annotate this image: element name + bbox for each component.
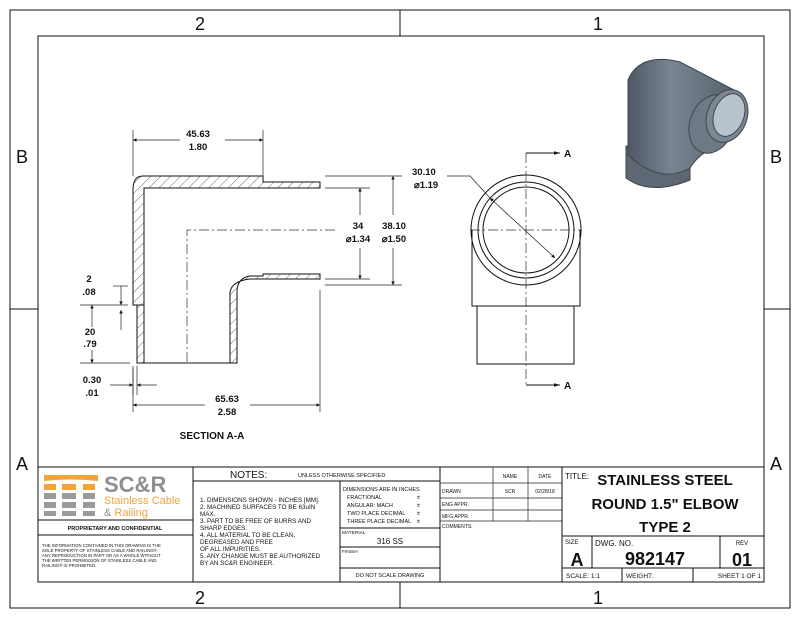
svg-text:02/28/18: 02/28/18 xyxy=(535,489,555,495)
svg-text:ANY REPRODUCTION IN PART OR AS: ANY REPRODUCTION IN PART OR AS A WHOLE W… xyxy=(42,553,161,558)
sheet-number: SHEET 1 OF 1 xyxy=(718,573,762,580)
svg-text:NAME: NAME xyxy=(503,474,518,480)
svg-text:3. PART TO BE FREE OF BURRS AN: 3. PART TO BE FREE OF BURRS AND xyxy=(200,518,311,525)
section-marker-bottom: A xyxy=(564,381,571,392)
material-label: MATERIAL xyxy=(342,530,366,536)
weight-label: WEIGHT: xyxy=(626,573,653,580)
logo-line2: & Railing xyxy=(104,507,148,519)
isometric-elbow-render xyxy=(625,58,749,189)
zone-right-b: B xyxy=(770,147,782,167)
dim-1-34-in: ⌀1.34 xyxy=(346,234,371,245)
svg-text:THE WRITTEN PERMISSION OF STAI: THE WRITTEN PERMISSION OF STAINLESS CABL… xyxy=(42,558,157,563)
section-label: SECTION A-A xyxy=(180,431,245,442)
svg-text:5. ANY CHANGE MUST BE AUTHORIZ: 5. ANY CHANGE MUST BE AUTHORIZED xyxy=(200,553,321,560)
dim-1-19-in: ⌀1.19 xyxy=(414,180,438,191)
zone-bottom-2: 2 xyxy=(195,588,205,608)
dwg-no-value: 982147 xyxy=(625,549,685,569)
notes-subtitle: UNLESS OTHERWISE SPECIFIED xyxy=(298,473,385,479)
zone-top-2: 2 xyxy=(195,14,205,34)
svg-text:THE INFORMATION CONTAINED IN T: THE INFORMATION CONTAINED IN THIS DRAWIN… xyxy=(42,543,161,548)
tolerances: DIMENSIONS ARE IN INCHES FRACTIONAL ± ANG… xyxy=(343,487,420,525)
material-value: 316 SS xyxy=(377,537,403,546)
disclaimer: THE INFORMATION CONTAINED IN THIS DRAWIN… xyxy=(42,543,161,568)
rev-value: 01 xyxy=(732,550,752,570)
notes-title: NOTES: xyxy=(230,470,267,481)
dwg-no-label: DWG. NO. xyxy=(595,539,633,548)
svg-text:SCR: SCR xyxy=(505,489,516,495)
finish-label: FINISH xyxy=(342,549,358,555)
do-not-scale: DO NOT SCALE DRAWING xyxy=(356,573,425,579)
size-label: SIZE xyxy=(565,540,578,546)
svg-text:SHARP EDGES.: SHARP EDGES. xyxy=(200,525,247,532)
dim-01-in: .01 xyxy=(85,388,99,399)
svg-text:SOLE PROPERTY OF STAINLESS CAB: SOLE PROPERTY OF STAINLESS CABLE AND RAI… xyxy=(42,548,158,553)
svg-text:BY AN SC&R ENGINEER.: BY AN SC&R ENGINEER. xyxy=(200,560,274,567)
svg-text:±: ± xyxy=(417,495,420,501)
size-value: A xyxy=(571,550,584,570)
front-view: A A 30.10 ⌀1.19 xyxy=(412,149,582,392)
zone-right-a: A xyxy=(770,454,782,474)
notes-list: 1. DIMENSIONS SHOWN - INCHES [MM].2. MAC… xyxy=(200,497,321,567)
svg-text:±: ± xyxy=(417,503,420,509)
dim-45-63-mm: 45.63 xyxy=(186,129,210,140)
dim-20-mm: 20 xyxy=(85,327,96,338)
dim-65-63-mm: 65.63 xyxy=(215,394,239,405)
proprietary-label: PROPRIETARY AND CONFIDENTIAL xyxy=(68,526,163,532)
svg-text:THREE PLACE DECIMAL: THREE PLACE DECIMAL xyxy=(347,519,411,525)
approvals-table: NAME DATE DRAWN SCR 02/28/18 ENG APPR. M… xyxy=(442,474,555,530)
zone-top-1: 1 xyxy=(593,14,603,34)
dim-1-80-in: 1.80 xyxy=(189,142,208,153)
zone-labels: 2 1 2 1 B A B A xyxy=(16,14,782,608)
svg-text:RAILING® IS PROHIBITED.: RAILING® IS PROHIBITED. xyxy=(42,563,96,568)
svg-text:ANGULAR: MACH: ANGULAR: MACH xyxy=(347,503,393,509)
svg-text:DEGREASED AND FREE: DEGREASED AND FREE xyxy=(200,539,273,546)
drawing-title: STAINLESS STEEL ROUND 1.5" ELBOW TYPE 2 xyxy=(591,472,739,536)
svg-text:DATE: DATE xyxy=(539,474,553,480)
svg-text:1. DIMENSIONS SHOWN - INCHES [: 1. DIMENSIONS SHOWN - INCHES [MM]. xyxy=(200,497,320,504)
logo-line1: Stainless Cable xyxy=(104,495,180,507)
dim-1-50-in: ⌀1.50 xyxy=(382,234,406,245)
svg-text:DIMENSIONS ARE IN INCHES: DIMENSIONS ARE IN INCHES xyxy=(343,487,420,493)
section-view: 45.63 1.80 65.63 2.58 34 ⌀1.34 38.10 ⌀1.… xyxy=(80,129,406,442)
svg-text:OF ALL IMPURITIES.: OF ALL IMPURITIES. xyxy=(200,546,261,553)
svg-text:MFG APPR.: MFG APPR. xyxy=(442,514,469,520)
zone-bottom-1: 1 xyxy=(593,588,603,608)
zone-left-a: A xyxy=(16,454,28,474)
svg-text:FRACTIONAL: FRACTIONAL xyxy=(347,495,382,501)
zone-left-b: B xyxy=(16,147,28,167)
svg-text:ENG APPR.: ENG APPR. xyxy=(442,502,469,508)
svg-text:DRAWN: DRAWN xyxy=(442,489,461,495)
company-logo: SC&R Stainless Cable & Railing xyxy=(44,472,180,519)
title-block: SC&R Stainless Cable & Railing PROPRIETA… xyxy=(37,466,765,583)
dim-79-in: .79 xyxy=(83,339,96,350)
svg-text:2. MACHINED SURFACES TO BE 63u: 2. MACHINED SURFACES TO BE 63uIN xyxy=(200,504,316,511)
svg-text:COMMENTS:: COMMENTS: xyxy=(442,524,473,530)
dim-0-30-mm: 0.30 xyxy=(83,375,102,386)
scale-value: SCALE: 1:1 xyxy=(566,573,600,580)
dim-38-10-mm: 38.10 xyxy=(382,221,406,232)
rev-label: REV xyxy=(736,541,748,547)
dim-2-58-in: 2.58 xyxy=(218,407,237,418)
svg-text:±: ± xyxy=(417,511,420,517)
svg-text:TYPE 2: TYPE 2 xyxy=(639,519,691,536)
svg-text:MAX.: MAX. xyxy=(200,511,216,518)
svg-text:STAINLESS STEEL: STAINLESS STEEL xyxy=(597,472,733,489)
logo-sc-r: SC&R xyxy=(104,472,166,497)
section-marker-top: A xyxy=(564,149,571,160)
dim-2-mm: 2 xyxy=(86,274,91,285)
svg-text:ROUND 1.5" ELBOW: ROUND 1.5" ELBOW xyxy=(591,496,739,513)
dim-08-in: .08 xyxy=(82,287,95,298)
dim-30-10-mm: 30.10 xyxy=(412,167,436,178)
svg-text:TWO PLACE DECIMAL: TWO PLACE DECIMAL xyxy=(347,511,405,517)
title-label: TITLE: xyxy=(565,472,589,481)
dim-34-mm: 34 xyxy=(353,221,364,232)
svg-text:4. ALL MATERIAL TO BE CLEAN,: 4. ALL MATERIAL TO BE CLEAN, xyxy=(200,532,295,539)
svg-text:±: ± xyxy=(417,519,420,525)
